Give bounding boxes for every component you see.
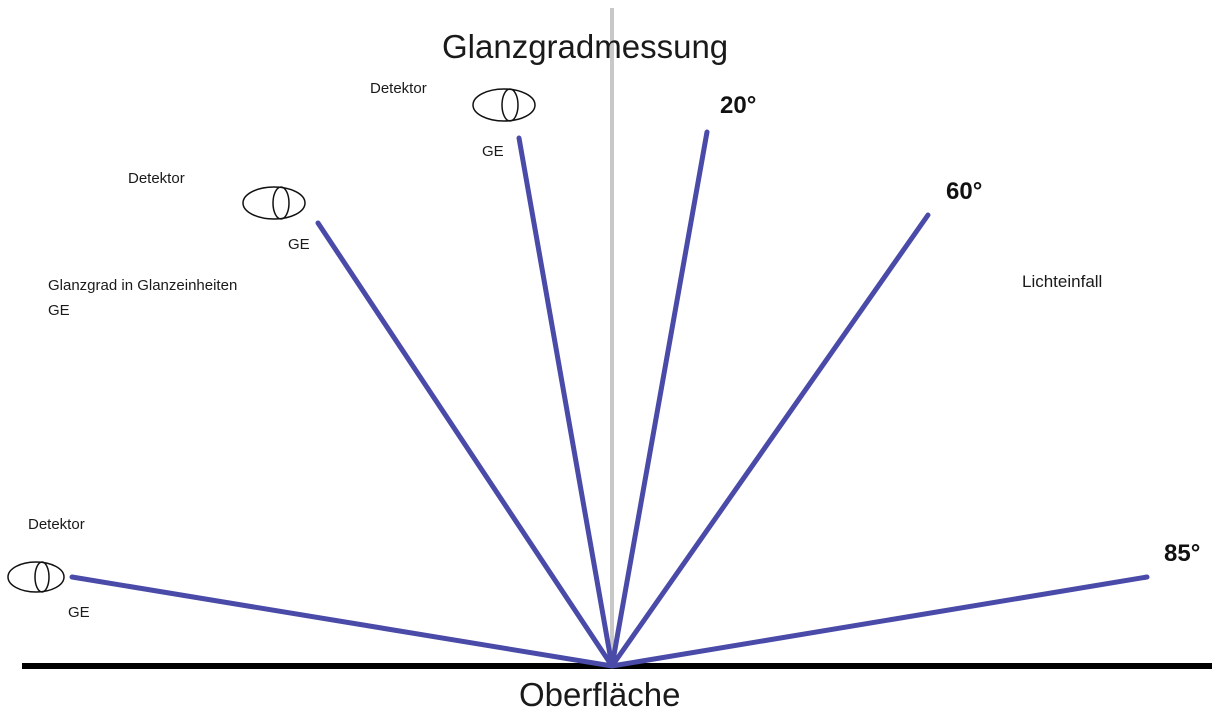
detector-unit: GE: [68, 604, 90, 621]
angle-label-60: 60°: [946, 178, 983, 205]
reflected-beam-20: [516, 135, 615, 669]
diagram-title: Glanzgradmessung: [442, 28, 729, 65]
angle-label-85: 85°: [1164, 540, 1201, 567]
detector-eye-icon: [242, 186, 306, 220]
detector-unit: GE: [288, 236, 310, 253]
unit-note-line1: Glanzgrad in Glanzeinheiten: [48, 277, 238, 294]
detector-label: Detektor: [28, 516, 85, 533]
detector-eye-icon: [7, 561, 65, 593]
incidence-label: Lichteinfall: [1022, 272, 1103, 291]
incident-beam-20: [609, 129, 710, 669]
incident-beam-85: [609, 574, 1150, 669]
beams: [69, 129, 1150, 669]
detector-unit: GE: [482, 143, 504, 160]
angle-label-20: 20°: [720, 92, 757, 119]
reflected-beam-60: [315, 220, 615, 669]
incident-beam-60: [609, 212, 931, 669]
reflected-beam-85: [69, 574, 615, 669]
detector-label: Detektor: [370, 80, 427, 97]
detector-label: Detektor: [128, 170, 185, 187]
surface-label: Oberfläche: [519, 676, 681, 713]
detector-eye-icon: [472, 88, 536, 122]
unit-note-line2: GE: [48, 302, 70, 319]
